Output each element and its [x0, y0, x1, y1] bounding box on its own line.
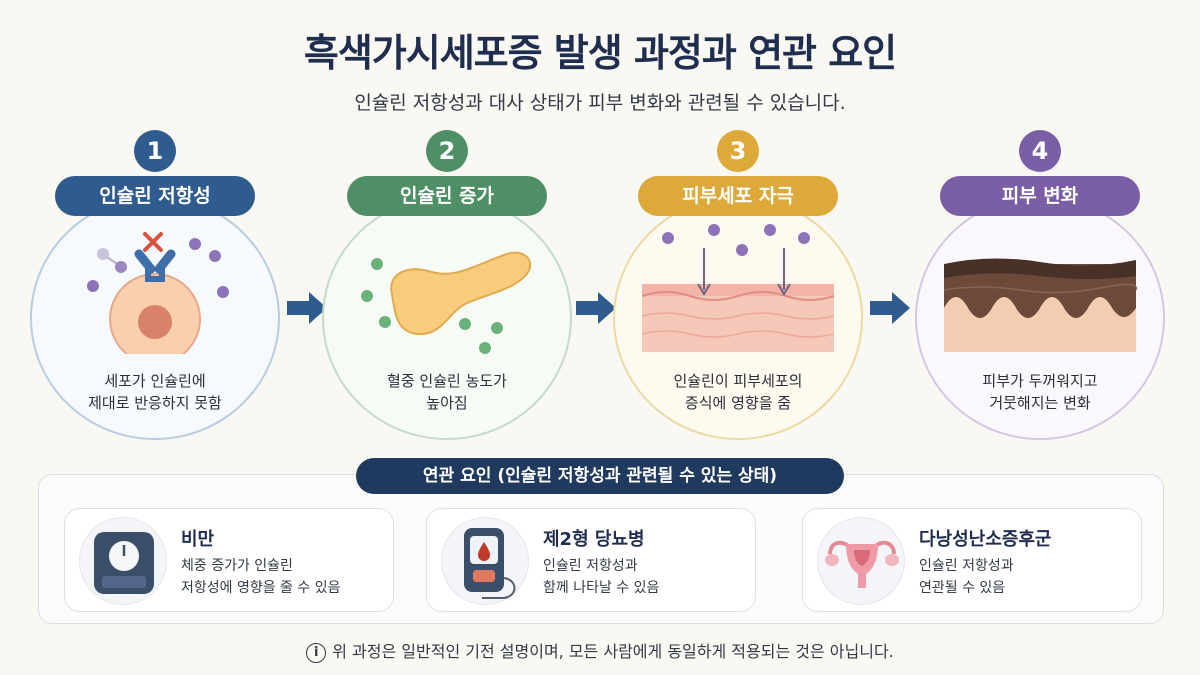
step-2-insulin-increase: 2 인슐린 증가 혈중 인슐린 농도가 높아짐 [322, 130, 572, 440]
arrow-right-icon [870, 292, 910, 324]
page-subtitle: 인슐린 저항성과 대사 상태가 피부 변화와 관련될 수 있습니다. [354, 92, 846, 114]
step-1-insulin-resistance: 1 인슐린 저항성 세포가 인슐린에 제대로 반응하지 못함 [30, 130, 280, 440]
step-label: 인슐린 증가 [347, 176, 547, 216]
pancreas-icon [361, 251, 532, 354]
cross-icon [143, 232, 163, 252]
factor-description: 인슐린 저항성과 함께 나타날 수 있음 [543, 558, 660, 596]
cell-receptor-icon [87, 232, 229, 354]
step-description: 인슐린이 피부세포의 증식에 영향을 줌 [673, 372, 803, 412]
step-number: 4 [1019, 130, 1061, 172]
step-description: 세포가 인슐린에 제대로 반응하지 못함 [88, 372, 222, 412]
step-number: 3 [717, 130, 759, 172]
step-number: 2 [426, 130, 468, 172]
step-description: 피부가 두꺼워지고 거뭇해지는 변화 [982, 372, 1098, 412]
factor-title: 제2형 당뇨병 [543, 529, 645, 550]
info-icon: i [306, 643, 327, 663]
related-factors-heading: 연관 요인 (인슐린 저항성과 관련될 수 있는 상태) [356, 458, 844, 494]
factor-card-pcos: 다낭성난소증후군 인슐린 저항성과 연관될 수 있음 [802, 508, 1142, 612]
thickened-skin-icon [943, 258, 1138, 352]
arrow-right-icon [576, 292, 616, 324]
step-3-skin-cell-stimulation: 3 피부세포 자극 인슐린이 피부세포의 증식에 영향을 줌 [613, 130, 863, 440]
step-label: 인슐린 저항성 [55, 176, 255, 216]
glucose-meter-icon [464, 528, 516, 599]
factor-description: 체중 증가가 인슐린 저항성에 영향을 줄 수 있음 [181, 558, 341, 596]
factor-title: 다낭성난소증후군 [919, 529, 1052, 550]
step-number: 1 [134, 130, 176, 172]
factor-card-obesity: 비만 체중 증가가 인슐린 저항성에 영향을 줄 수 있음 [64, 508, 394, 612]
uterus-icon [825, 540, 899, 588]
arrow-right-icon [287, 292, 327, 324]
factor-card-type2-diabetes: 제2형 당뇨병 인슐린 저항성과 함께 나타날 수 있음 [426, 508, 756, 612]
skin-cells-icon [641, 224, 835, 352]
page-title: 흑색가시세포증 발생 과정과 연관 요인 [303, 31, 897, 75]
step-label: 피부 변화 [940, 176, 1140, 216]
step-label: 피부세포 자극 [638, 176, 838, 216]
factor-title: 비만 [181, 529, 215, 550]
factor-description: 인슐린 저항성과 연관될 수 있음 [919, 558, 1014, 596]
scale-icon [94, 532, 154, 594]
step-description: 혈중 인슐린 농도가 높아짐 [387, 372, 507, 412]
disclaimer-note: i 위 과정은 일반적인 기전 설명이며, 모든 사람에게 동일하게 적용되는 것… [0, 638, 1200, 663]
disclaimer-text: 위 과정은 일반적인 기전 설명이며, 모든 사람에게 동일하게 적용되는 것은… [332, 642, 894, 661]
step-4-skin-change: 4 피부 변화 피부가 두꺼워지고 거뭇해지는 변화 [915, 130, 1165, 440]
